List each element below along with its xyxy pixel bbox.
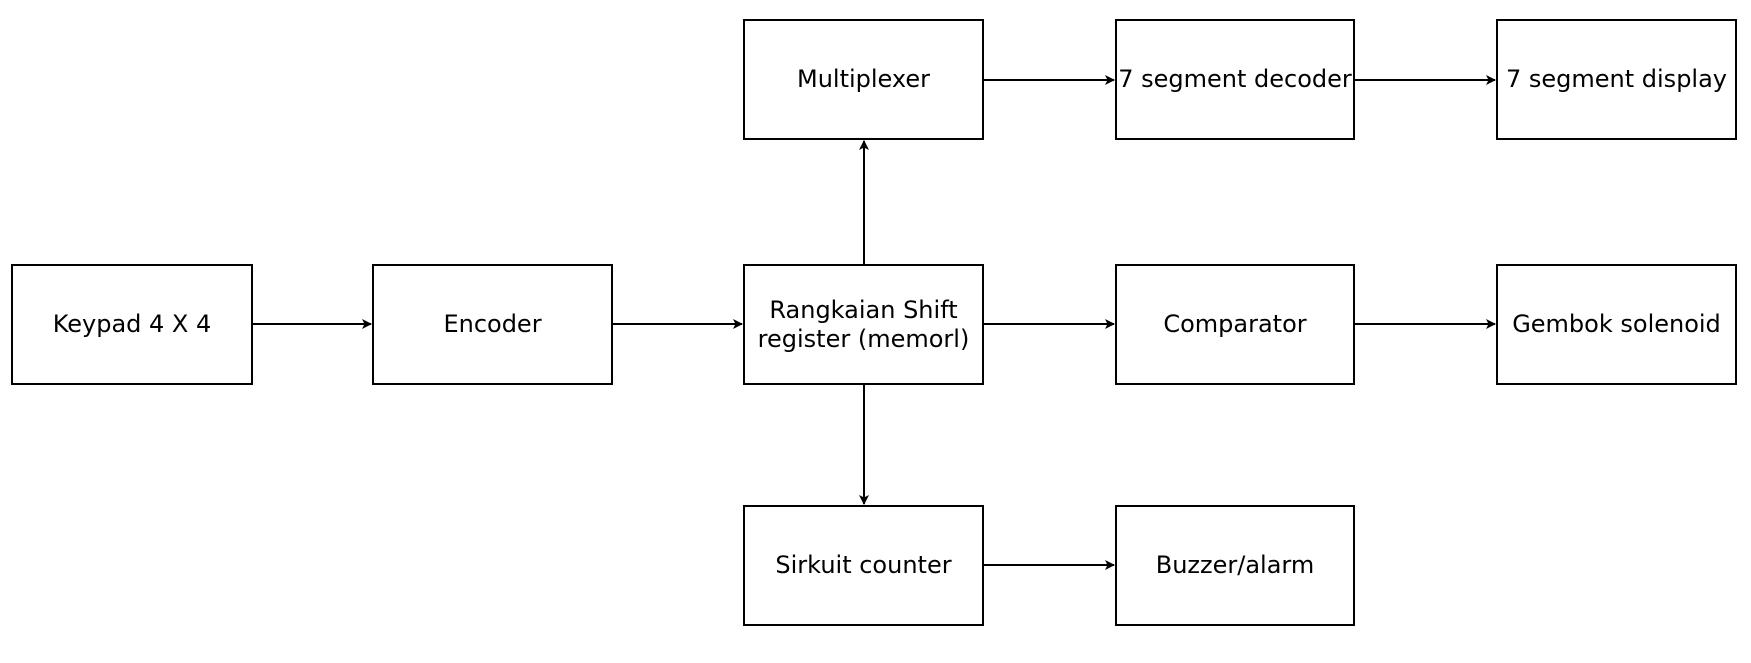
node-7-segment-decoder: 7 segment decoder: [1115, 19, 1355, 140]
node-keypad: Keypad 4 X 4: [11, 264, 253, 385]
node-gembok-solenoid: Gembok solenoid: [1496, 264, 1737, 385]
node-sirkuit-counter: Sirkuit counter: [743, 505, 984, 626]
node-multiplexer: Multiplexer: [743, 19, 984, 140]
node-comparator: Comparator: [1115, 264, 1355, 385]
node-shift-register: Rangkaian Shift register (memorl): [743, 264, 984, 385]
node-buzzer-alarm: Buzzer/alarm: [1115, 505, 1355, 626]
node-encoder: Encoder: [372, 264, 613, 385]
node-7-segment-display: 7 segment display: [1496, 19, 1737, 140]
